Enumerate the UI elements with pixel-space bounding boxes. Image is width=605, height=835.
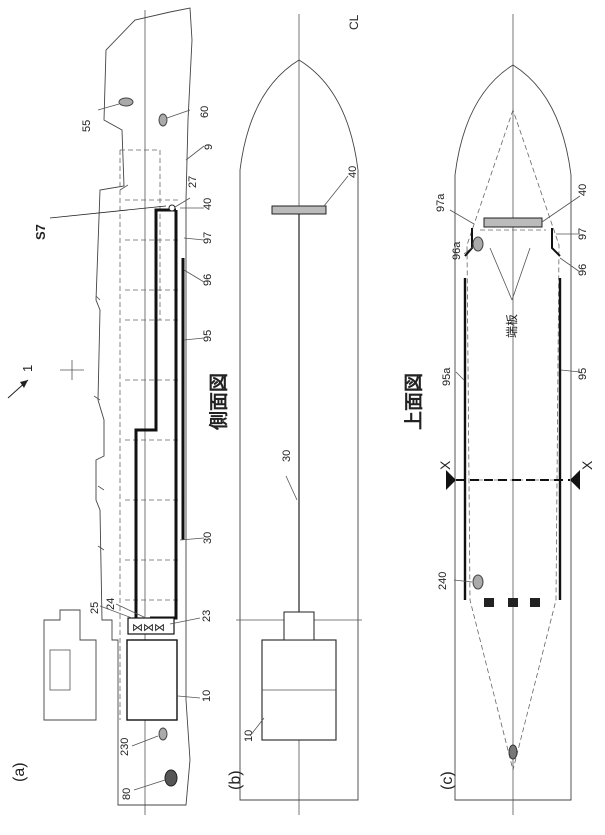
panel-b-top-view: (b) 上面図 CL 40 30 10	[227, 14, 425, 815]
ref-a-10: 10	[201, 690, 213, 702]
section-arrow-left	[446, 470, 456, 490]
ref-a-24: 24	[105, 598, 117, 610]
detail-element-40	[483, 217, 543, 228]
ref-a-30: 30	[202, 532, 214, 544]
side-valve-block	[127, 617, 175, 635]
ref-a-9: 9	[203, 144, 215, 150]
cl-label: CL	[347, 14, 361, 30]
ref-a-27: 27	[187, 176, 199, 188]
panel-c-label: (c)	[439, 771, 456, 790]
detail-tank-outline	[466, 108, 560, 771]
detail-block-2	[508, 598, 518, 607]
ref-a-96: 96	[202, 274, 214, 286]
side-item-80	[164, 769, 178, 787]
detail-pipe-97	[551, 228, 561, 257]
ref-a-230: 230	[119, 738, 131, 756]
ref-b-30: 30	[281, 450, 293, 462]
s7-leader	[49, 205, 167, 219]
ref-a-23: 23	[201, 610, 213, 622]
side-item-60	[158, 113, 168, 127]
detail-item-stern	[508, 744, 518, 760]
side-item-230	[158, 727, 168, 741]
ship-pointer-arrowhead	[20, 380, 28, 388]
top-view-title: 上面図	[403, 373, 425, 430]
side-pipe-30	[134, 208, 178, 620]
panel-c-detail-view: (c) X X 端板 40 97a 96a 97 96 95a 95 240	[435, 14, 595, 815]
panel-a-label: (a)	[11, 762, 28, 782]
ref-a-80: 80	[121, 788, 133, 800]
ref-c-96a: 96a	[451, 241, 463, 260]
side-machinery-10	[126, 639, 178, 721]
side-item-27	[168, 204, 176, 212]
top-machinery-upper	[283, 611, 315, 641]
detail-item-240	[472, 574, 484, 590]
detail-block-1	[484, 598, 494, 607]
x-label-left: X	[437, 460, 453, 470]
detail-item-96a	[472, 236, 484, 252]
ref-a-95: 95	[202, 330, 214, 342]
panel-a-side-view: ⋈⋈⋈ (a) 1 S7 側面図 55 60 9 27 40 97 96 95 …	[7, 7, 230, 815]
end-plate-label: 端板	[505, 314, 519, 338]
section-arrow-right	[570, 470, 580, 490]
ref-c-97: 97	[577, 228, 589, 240]
x-label-right: X	[579, 460, 595, 470]
detail-block-3	[530, 598, 540, 607]
ref-c-97a: 97a	[435, 193, 447, 212]
side-item-55	[118, 97, 134, 107]
side-tank-divisions	[119, 149, 178, 720]
ref-c-96: 96	[577, 264, 589, 276]
panel-b-label: (b)	[227, 770, 244, 790]
ship-ref-1: 1	[20, 365, 35, 372]
ref-a-55: 55	[81, 120, 93, 132]
ref-c-240: 240	[437, 572, 449, 590]
top-element-40	[271, 205, 327, 215]
side-view-title: 側面図	[208, 373, 230, 431]
side-leaders	[97, 103, 205, 791]
s7-label: S7	[33, 224, 48, 240]
detail-hull-outline	[454, 64, 572, 801]
side-superstructure	[43, 609, 97, 721]
ref-b-40: 40	[347, 166, 359, 178]
detail-leaders	[449, 195, 581, 583]
top-hull-outline	[239, 59, 359, 801]
top-b-leaders	[249, 175, 349, 737]
ref-a-60: 60	[199, 106, 211, 118]
ref-c-95: 95	[577, 368, 589, 380]
ref-c-95a: 95a	[441, 367, 453, 386]
side-deck-fittings	[60, 184, 129, 551]
ref-a-97: 97	[202, 232, 214, 244]
ref-a-25: 25	[89, 602, 101, 614]
ref-c-40: 40	[577, 184, 589, 196]
ref-a-40: 40	[202, 198, 214, 210]
side-valve-glyphs: ⋈⋈⋈	[132, 622, 165, 634]
side-funnel	[49, 649, 71, 691]
side-hull-outline	[95, 7, 193, 806]
